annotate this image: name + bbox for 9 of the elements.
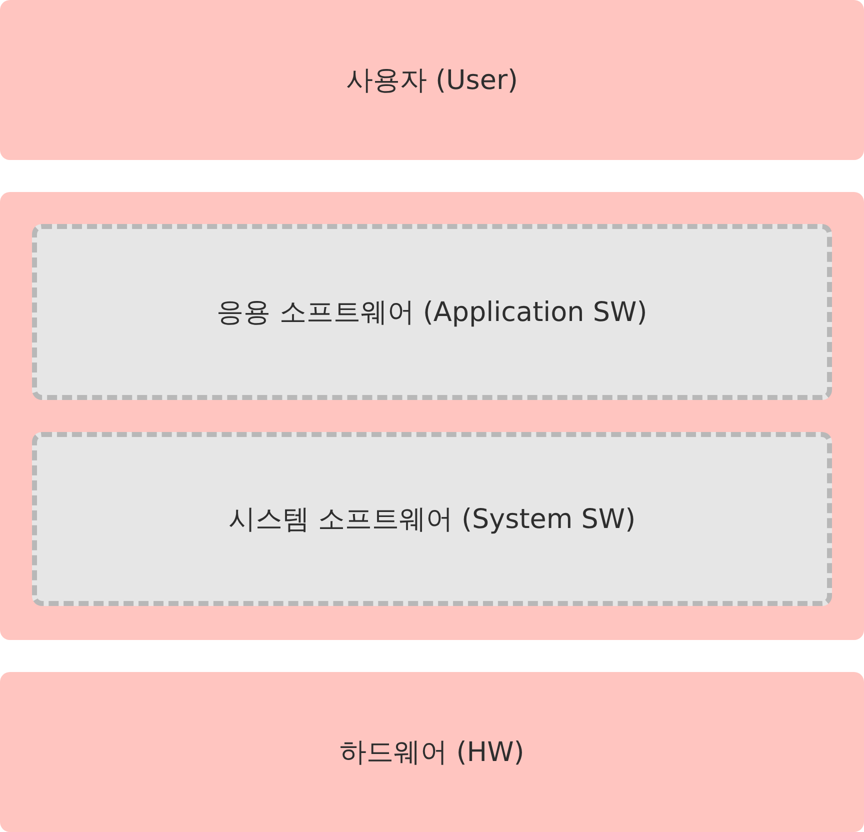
layer-label: 응용 소프트웨어 (Application SW) — [216, 296, 648, 330]
layer-label: 하드웨어 (HW) — [340, 736, 524, 770]
layer-band — [0, 0, 864, 160]
software-layer-box — [32, 432, 832, 606]
layer-label: 사용자 (User) — [346, 64, 518, 98]
layer-band — [0, 672, 864, 832]
software-layer-box — [32, 224, 832, 400]
layer-label: 시스템 소프트웨어 (System SW) — [228, 503, 636, 537]
layer-panel — [0, 192, 864, 640]
